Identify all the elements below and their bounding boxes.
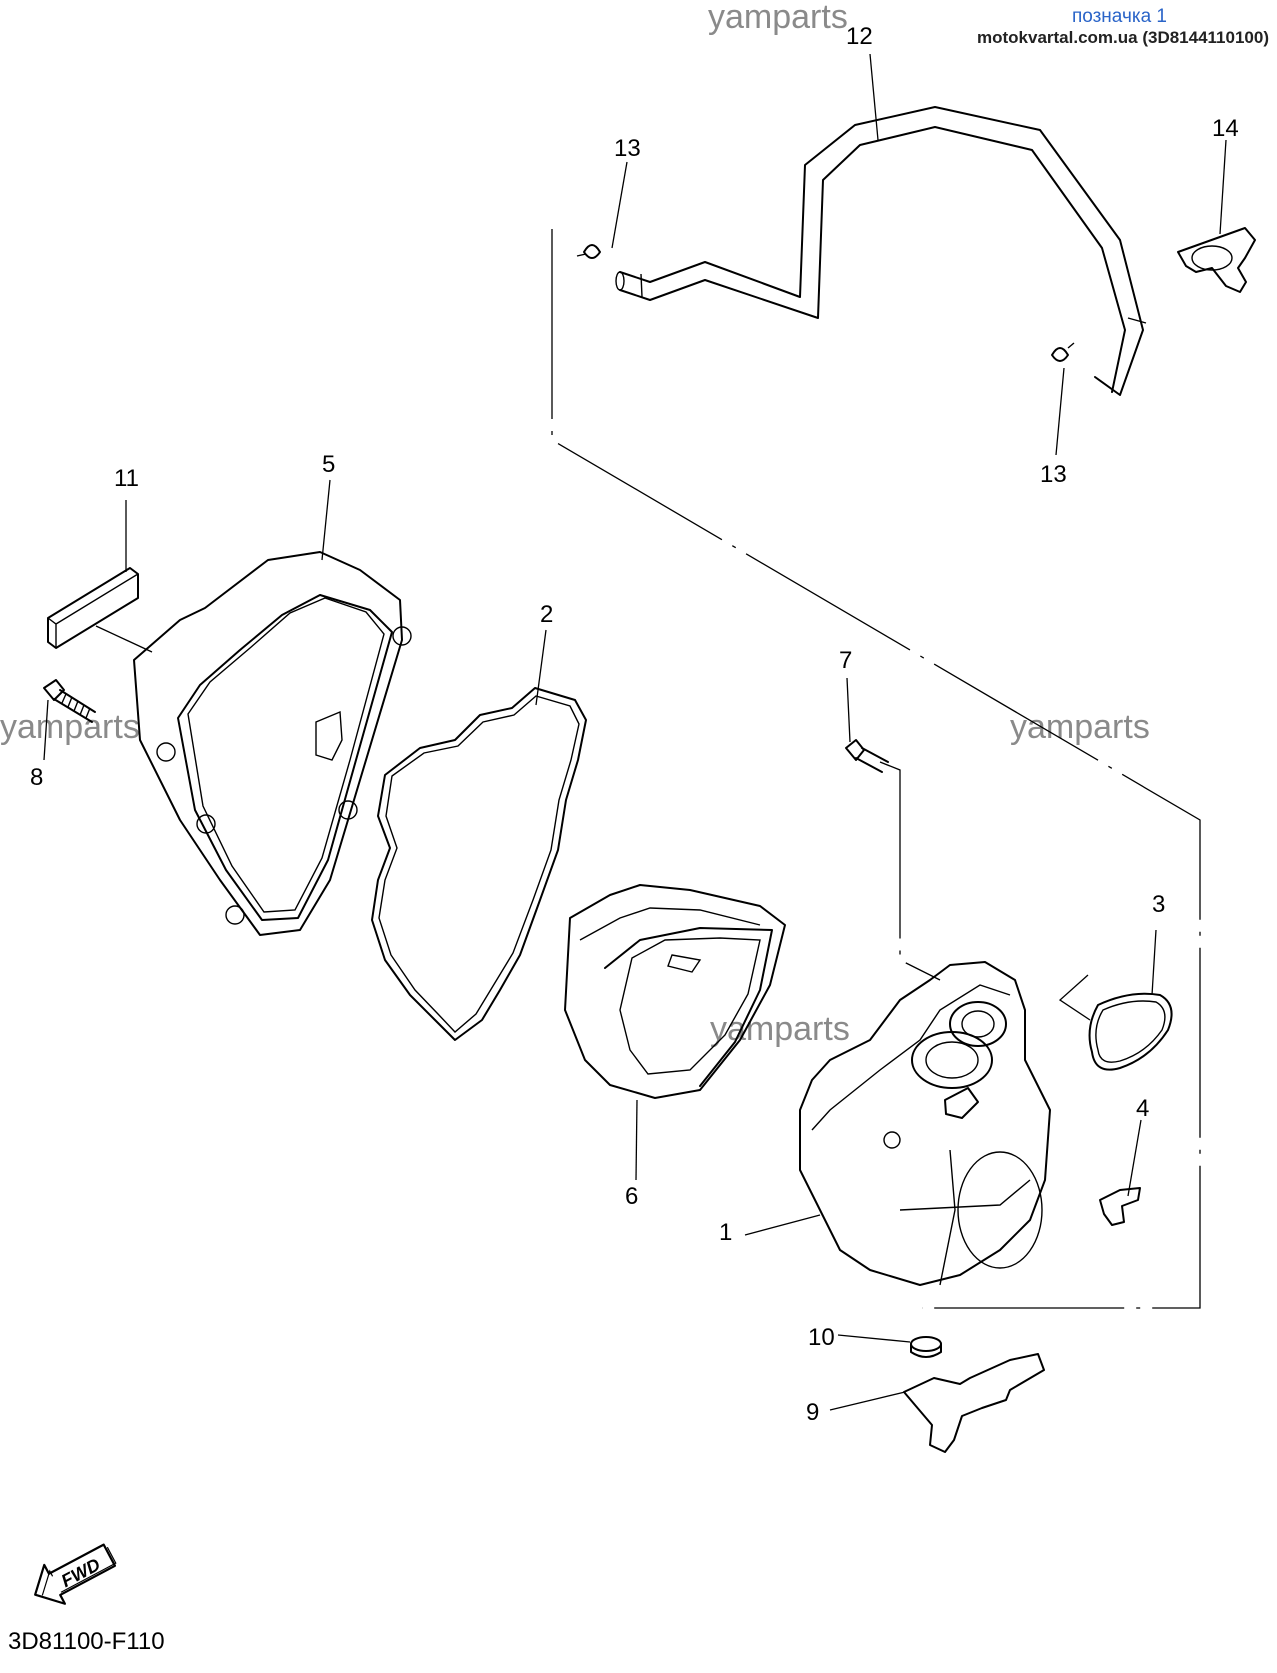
air-filter-element [564,884,786,1099]
watermark: yamparts [708,0,848,36]
drain-plug [910,1336,942,1358]
callout-11: 11 [114,465,139,492]
label-plate [47,567,139,649]
callout-12: 12 [846,23,873,50]
callout-13-lower: 13 [1040,461,1067,488]
callout-13: 13 [614,135,641,162]
assembly-outline-bolt [879,761,941,981]
callout-9: 9 [806,1399,819,1426]
callout-10: 10 [808,1324,835,1351]
fwd-arrow-icon: FWD [26,1538,122,1615]
cover-gasket-small-inner [1095,1000,1166,1063]
cover-screw [43,679,96,723]
case-screw [845,739,889,773]
cover-gasket-inner [378,695,580,1033]
hose-holder-clamp [1177,227,1256,293]
cover-gasket-small [1088,992,1173,1071]
callout-14: 14 [1212,115,1239,142]
air-filter-case [799,961,1051,1286]
case-bracket [903,1353,1045,1453]
watermark: yamparts [0,708,140,746]
callout-1: 1 [719,1219,732,1246]
assembly-outline [551,229,1201,1309]
callout-4: 4 [1136,1095,1149,1122]
hose-clip [1051,342,1075,362]
callout-5: 5 [322,451,335,478]
callout-6: 6 [625,1183,638,1210]
callout-7: 7 [839,647,852,674]
hose-clip [576,244,601,259]
callout-3: 3 [1152,891,1165,918]
watermark: yamparts [1010,708,1150,746]
callout-8: 8 [30,764,43,791]
callout-2: 2 [540,601,553,628]
cover-clip [1099,1187,1141,1226]
air-filter-case-cover [133,551,412,936]
header-label: позначка 1 [1071,6,1167,27]
cover-gasket [371,687,587,1041]
header-source: motokvartal.com.ua (3D8144110100) [977,28,1269,47]
breather-hose [615,106,1147,396]
watermark: yamparts [710,1010,850,1048]
assembly-outline-plug [1058,974,1091,1021]
diagram-code: 3D81100-F110 [8,1628,165,1655]
leader-lines [43,53,1227,1411]
